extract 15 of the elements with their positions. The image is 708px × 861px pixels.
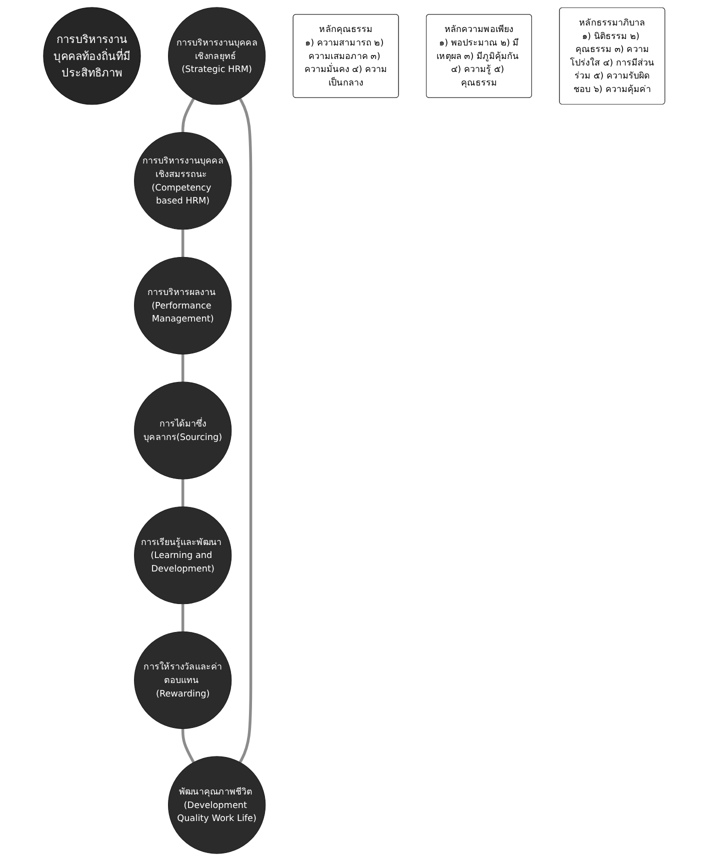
node-circle: การบริหารผลงาน (Performance Management) xyxy=(134,256,232,354)
connector xyxy=(181,229,184,258)
connector xyxy=(181,604,184,632)
connector xyxy=(181,354,184,382)
connector xyxy=(181,98,195,132)
connector xyxy=(181,728,195,764)
node-circle: การเรียนรู้และพัฒนา (Learning and Development) xyxy=(134,506,232,604)
node-circle: การให้รางวัลและค่าตอบแทน (Rewarding) xyxy=(134,631,232,729)
connector xyxy=(238,98,252,764)
node-circle: การบริหารงานบุคคลเชิงกลยุทธ์ (Strategic HRM) xyxy=(168,7,266,105)
node-circle: การได้มาซึ่งบุคลากร(Sourcing) xyxy=(134,382,232,480)
node-circle: การบริหารงานบุคคลท้องถิ่นที่มีประสิทธิภาพ xyxy=(43,7,141,105)
node-circle: การบริหารงานบุคคลเชิงสมรรถนะ (Competency based HRM) xyxy=(134,132,232,230)
node-circle: พัฒนาคุณภาพชีวิต (Development Quality Work Life) xyxy=(168,756,266,854)
connector xyxy=(181,479,184,507)
